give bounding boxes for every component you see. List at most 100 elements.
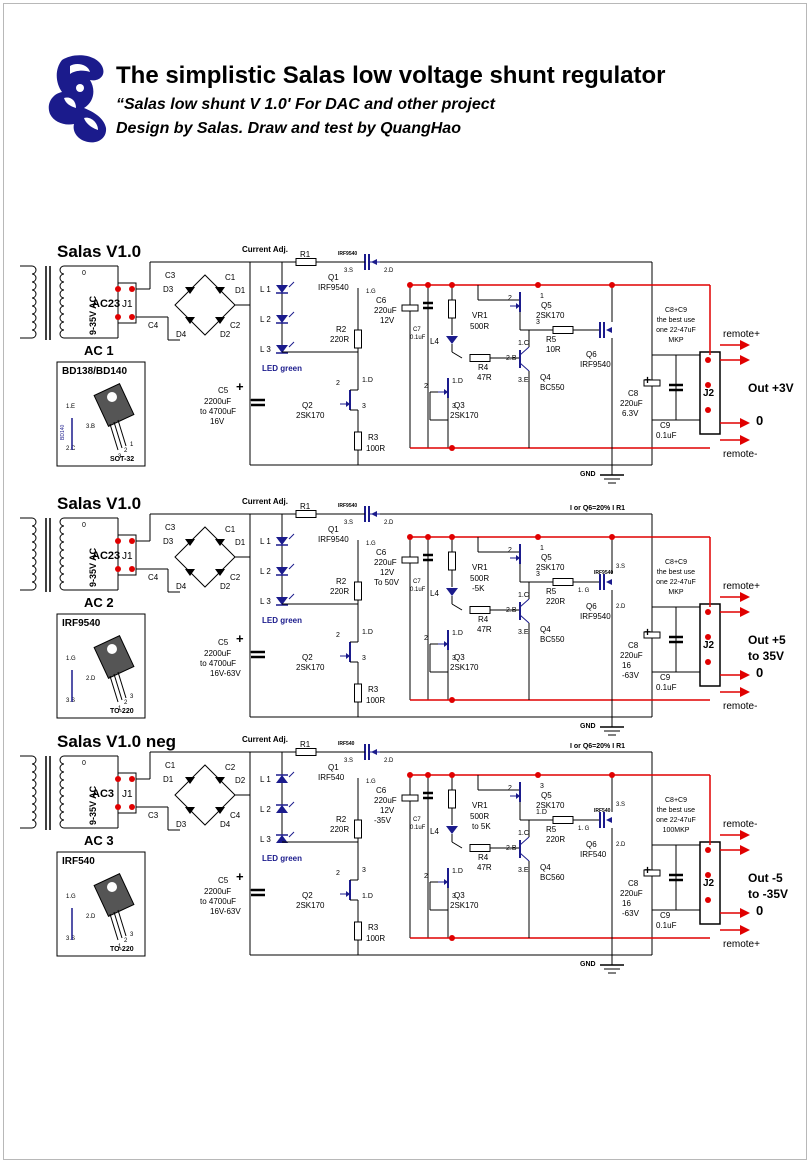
transformer-primary [31, 281, 37, 291]
pin-label: 2 [424, 383, 428, 390]
remote-bottom: remote- [723, 449, 757, 460]
ac-range: 9-35V AC [88, 785, 98, 825]
fet-arrow [346, 891, 350, 897]
r5-value: 220R [546, 835, 565, 844]
bridge-diode [185, 317, 195, 324]
j2-label: J2 [703, 388, 715, 399]
out-label: to 35V [748, 649, 784, 663]
q2-label: Q2 [302, 653, 313, 662]
vr1-value: 500R [470, 574, 489, 583]
pin-label: 1. G [578, 588, 590, 594]
bridge-label: C2 [225, 763, 236, 772]
ac-label: AC 1 [84, 343, 114, 358]
transformer-secondary [59, 273, 65, 283]
bridge-diode [185, 807, 195, 814]
led-arrow [288, 831, 295, 838]
vr1-value: 500R [470, 812, 489, 821]
bridge-diode [215, 317, 225, 324]
led-label: L 3 [260, 835, 271, 844]
l4-label: L4 [430, 337, 439, 346]
arrow-head [740, 418, 750, 428]
junction-dot [129, 286, 135, 292]
page-credit: Design by Salas. Draw and test by QuangH… [116, 120, 461, 137]
wire [113, 673, 123, 701]
pin-label: 1.C [518, 830, 529, 837]
pin-label: 3.S [344, 268, 353, 274]
transformer-secondary [59, 289, 65, 299]
c6-value: 220uF [374, 796, 397, 805]
transformer-primary [31, 265, 37, 275]
pin-label: 1.G [366, 289, 376, 295]
j1-label: J1 [122, 299, 133, 310]
c5-label: C5 [218, 638, 229, 647]
out-label: Out -5 [748, 871, 783, 885]
q1-part: IRF9540 [318, 535, 349, 544]
q5-label: Q5 [541, 301, 552, 310]
bridge-rectifier [174, 274, 236, 336]
bridge-label: D1 [163, 775, 174, 784]
q1-part: IRF9540 [318, 283, 349, 292]
transformer-primary [31, 305, 37, 315]
polarity-plus: + [644, 863, 651, 877]
polarity-plus: + [644, 373, 651, 387]
q2-label: Q2 [302, 401, 313, 410]
transformer-secondary [59, 565, 65, 575]
gnd-label: GND [580, 471, 596, 478]
polarity-plus: + [236, 379, 244, 394]
c6-label: C6 [376, 296, 387, 305]
r4-value: 47R [477, 863, 492, 872]
transformer-secondary [59, 771, 65, 781]
led-arrow [288, 593, 295, 600]
bridge-diode [185, 539, 195, 546]
c8c9-note: the best use [657, 317, 695, 324]
arrow-head [740, 908, 750, 918]
c8-value: 16 [622, 899, 631, 908]
transformer-secondary [59, 803, 65, 813]
connector-j1 [117, 772, 137, 814]
pin-label: 3.S [616, 564, 625, 570]
q2-part: 2SK170 [296, 411, 325, 420]
transformer-secondary [59, 281, 65, 291]
transformer-primary [31, 557, 37, 567]
pin-label: 2.D [616, 842, 626, 848]
q3-part: 2SK170 [450, 663, 479, 672]
pin-label: 3 [362, 867, 366, 874]
junction-dot [129, 566, 135, 572]
c9-value: 0.1uF [656, 431, 677, 440]
pin-label: 2 [124, 700, 128, 706]
junction-dot [449, 445, 455, 451]
ac-label: AC 2 [84, 595, 114, 610]
junction-dot [705, 609, 711, 615]
c7-value: 0.1uF [410, 335, 426, 341]
bridge-rectifier [174, 764, 236, 826]
resistor [552, 816, 574, 824]
pin-label: 3 [452, 655, 456, 662]
j2-label: J2 [703, 640, 715, 651]
pin-label: 2.D [86, 914, 96, 920]
page-subtitle: “Salas low shunt V 1.0' For DAC and othe… [116, 96, 495, 113]
junction-dot [407, 772, 413, 778]
led-note: LED green [262, 364, 302, 373]
bridge-label: D2 [220, 330, 231, 339]
resistor [354, 819, 362, 839]
resistor [354, 431, 362, 451]
q5-part: 2SK170 [536, 563, 565, 572]
pin-label: 2.D [86, 676, 96, 682]
junction-dot [115, 776, 121, 782]
junction-dot [705, 382, 711, 388]
junction-dot [449, 935, 455, 941]
bjt-emitter [519, 362, 530, 372]
pin-label: 3.E [518, 377, 529, 384]
bridge-label: C1 [225, 273, 236, 282]
connector-j1 [117, 282, 137, 324]
package-body [93, 383, 135, 427]
fet-arrow [444, 641, 448, 647]
q3-label: Q3 [454, 891, 465, 900]
bridge-label: C2 [230, 321, 241, 330]
bridge-diode [215, 539, 225, 546]
wire [117, 419, 127, 447]
l4-label: L4 [430, 589, 439, 598]
c5-value: to 4700uF [200, 407, 236, 416]
c7-label: C7 [413, 579, 421, 585]
pin-label: 3 [536, 571, 540, 578]
